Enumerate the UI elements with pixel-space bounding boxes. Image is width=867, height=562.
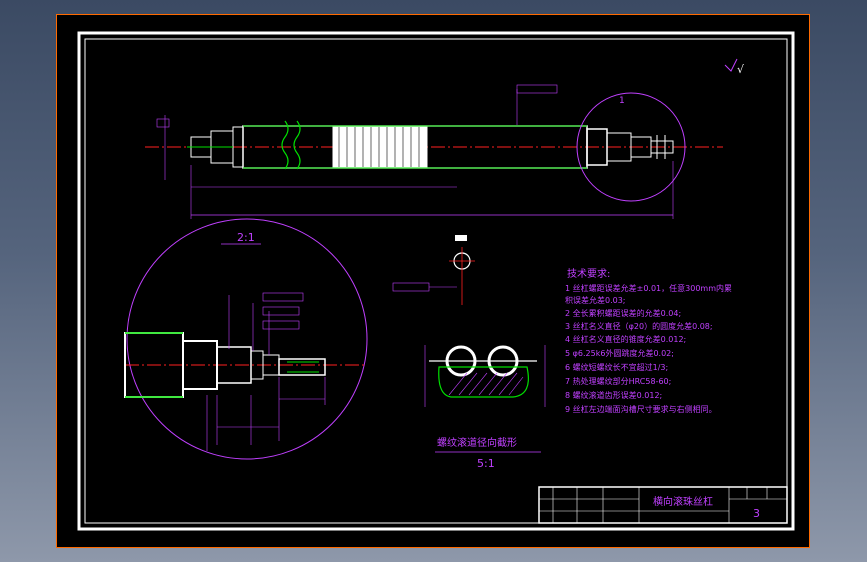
part-name: 横向滚珠丝杠 [653, 495, 713, 508]
title-block[interactable]: 横向滚珠丝杠 3 [538, 486, 788, 524]
thread-section-view[interactable]: 螺纹滚道径向截形 5:1 [392, 235, 546, 470]
section-scale-label: 5:1 [477, 457, 495, 470]
sheet-inner-border [84, 38, 788, 524]
tech-requirements: 技术要求: 1 丝杠螺距误差允差±0.01，任意300mm内累 积误差允差0.0… [565, 267, 732, 414]
sheet-outer-border [77, 31, 795, 531]
tech-item: 4 丝杠名义直径的锥度允差0.012; [565, 334, 686, 344]
roughness-symbol: √ [737, 63, 745, 76]
tech-item: 1 丝杠螺距误差允差±0.01，任意300mm内累 [565, 283, 732, 293]
main-shaft-view[interactable]: 1 [145, 84, 723, 219]
sheet-number: 3 [753, 507, 760, 520]
tech-heading: 技术要求: [567, 267, 610, 280]
detail-circle-I [576, 92, 686, 202]
tech-item: 7 热处理螺纹部分HRC58-60; [565, 376, 671, 386]
tech-item: 5 φ6.25k6外圆跳度允差0.02; [565, 348, 674, 358]
drawing-svg: √ [77, 31, 795, 531]
tech-item: 积误差允差0.03; [565, 295, 626, 305]
tech-item: 3 丝杠名义直径（φ20）的圆度允差0.08; [565, 321, 713, 331]
roughness-mark: √ [724, 58, 745, 76]
tech-item: 8 螺纹滚道齿形误差0.012; [565, 390, 662, 400]
detail-view[interactable]: 2:1 [124, 218, 368, 460]
drawing-viewport[interactable]: √ [56, 14, 810, 548]
section-title: 螺纹滚道径向截形 [437, 436, 517, 449]
detail-scale-label: 2:1 [237, 231, 255, 244]
tech-item: 2 全长累积螺距误差的允差0.04; [565, 308, 681, 318]
tech-item: 9 丝杠左边端面沟槽尺寸要求与右侧相同。 [565, 404, 717, 414]
tech-item: 6 螺纹短螺纹长不宜超过1/3; [565, 362, 668, 372]
view-marker: 1 [619, 96, 625, 106]
